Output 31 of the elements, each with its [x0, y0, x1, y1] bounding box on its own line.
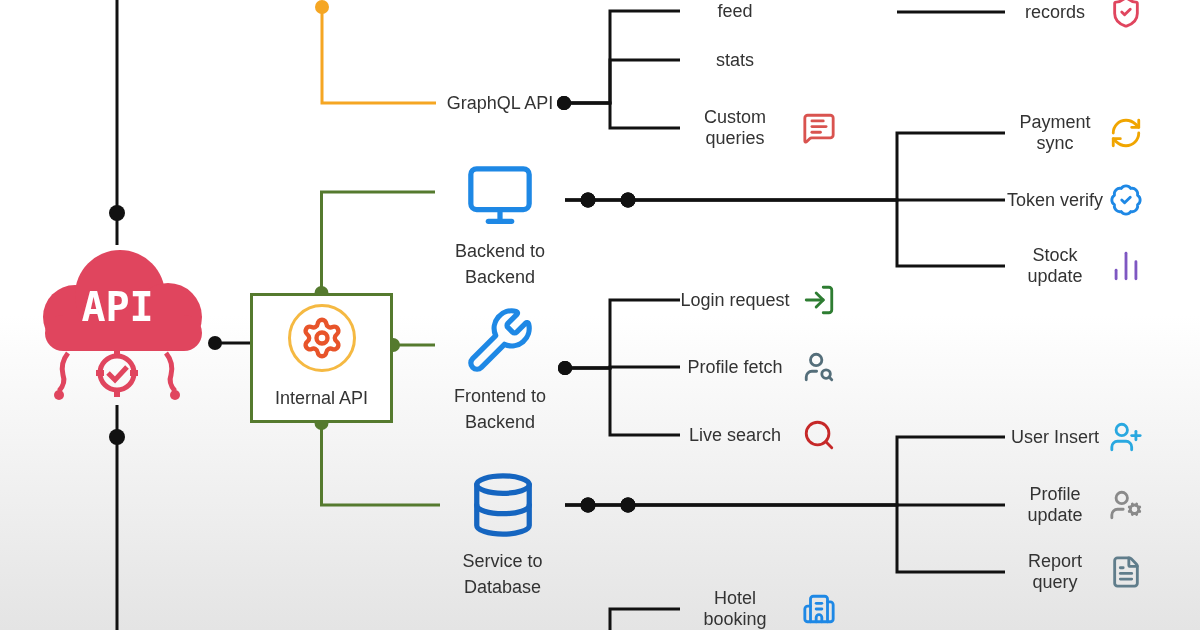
connector-line	[608, 607, 680, 630]
node-label: GraphQL API	[446, 91, 554, 115]
node-label: Custom queries	[703, 107, 767, 149]
node-label: Service to Database	[461, 550, 544, 599]
node-label: Payment sync	[1018, 112, 1092, 154]
connector-line	[565, 497, 1005, 574]
node-label: Live search	[688, 424, 782, 446]
node-label: Login request	[680, 289, 790, 311]
node-label: Stock update	[1026, 245, 1084, 287]
node-label: Internal API	[274, 388, 369, 408]
node-label: Token verify	[1006, 189, 1103, 211]
node-label: User Insert	[1011, 426, 1099, 448]
node-label: records	[1025, 1, 1085, 23]
connector-line	[558, 361, 680, 437]
node-label: Backend to Backend	[453, 240, 547, 289]
node-label: stats	[716, 49, 754, 71]
connector-line	[315, 0, 436, 105]
node-label: Profile update	[1026, 484, 1084, 526]
connector-line	[565, 192, 1005, 268]
connector-line	[109, 0, 125, 245]
node-label: Profile fetch	[687, 356, 783, 378]
connector-line	[557, 96, 680, 130]
connector-line	[208, 336, 250, 350]
connector-line	[109, 405, 125, 630]
node-label: Frontend to Backend	[452, 385, 548, 434]
node-label: Hotel booking	[702, 588, 768, 630]
connector-line	[897, 10, 1005, 14]
node-label: Report query	[1027, 551, 1083, 593]
service-box	[250, 293, 393, 423]
cloud-label: API	[81, 287, 154, 327]
node-label: feed	[717, 0, 753, 22]
